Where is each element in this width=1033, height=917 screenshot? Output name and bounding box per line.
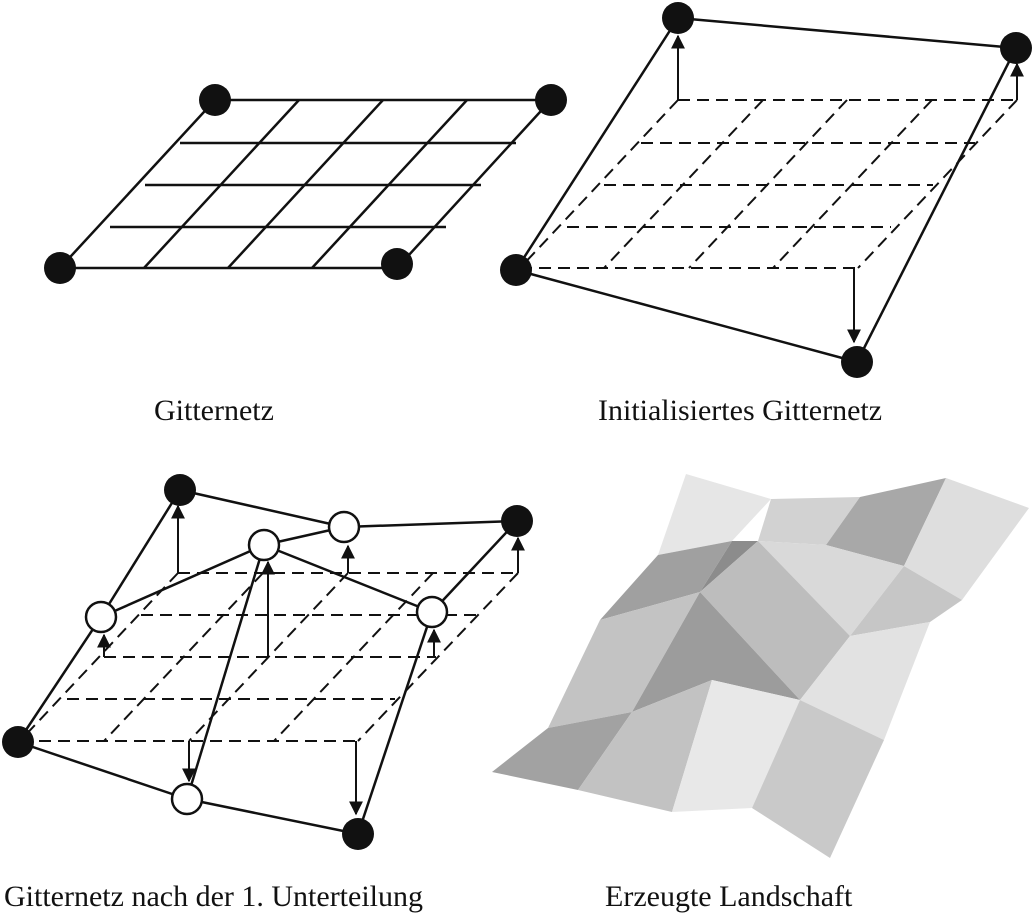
panel-subdivided-fixed-nodes	[2, 474, 533, 850]
panel-landscape	[492, 474, 1029, 858]
subdiv-corner-node	[342, 818, 374, 850]
panel-subdivided-mesh	[16, 488, 518, 836]
subdiv-corner-node	[164, 474, 196, 506]
subdiv-new-node	[84, 600, 118, 634]
panel-initialized-arrows	[671, 34, 1024, 344]
init-corner-node	[662, 2, 694, 34]
caption-initialized: Initialisiertes Gitternetz	[598, 394, 883, 427]
subdiv-new-node	[247, 528, 281, 562]
init-corner-node	[500, 254, 532, 286]
init-corner-node	[841, 346, 873, 378]
panel-initialized-dashed-grid	[519, 99, 1018, 269]
subdiv-new-node	[327, 510, 361, 544]
grid-corner-node	[199, 84, 231, 116]
panel-grid-nodes	[44, 84, 567, 284]
panel-subdivided-dashed-grid	[19, 572, 519, 742]
grid-corner-node	[381, 248, 413, 280]
panel-subdivided-new-nodes	[84, 510, 449, 816]
grid-corner-node	[44, 252, 76, 284]
caption-grid: Gitternetz	[154, 394, 274, 427]
panel-initialized-frame	[514, 16, 1018, 364]
grid-corner-node	[535, 84, 567, 116]
panel-grid	[59, 98, 552, 270]
subdiv-corner-node	[501, 505, 533, 537]
panel-initialized-nodes	[500, 2, 1032, 378]
init-corner-node	[1000, 32, 1032, 64]
subdiv-corner-node	[2, 726, 34, 758]
caption-landscape: Erzeugte Landschaft	[605, 880, 853, 913]
subdiv-new-node	[415, 595, 449, 629]
caption-subdivided: Gitternetz nach der 1. Unterteilung	[4, 880, 424, 913]
panel-subdivided-arrows	[97, 504, 525, 816]
subdiv-new-node	[170, 782, 204, 816]
